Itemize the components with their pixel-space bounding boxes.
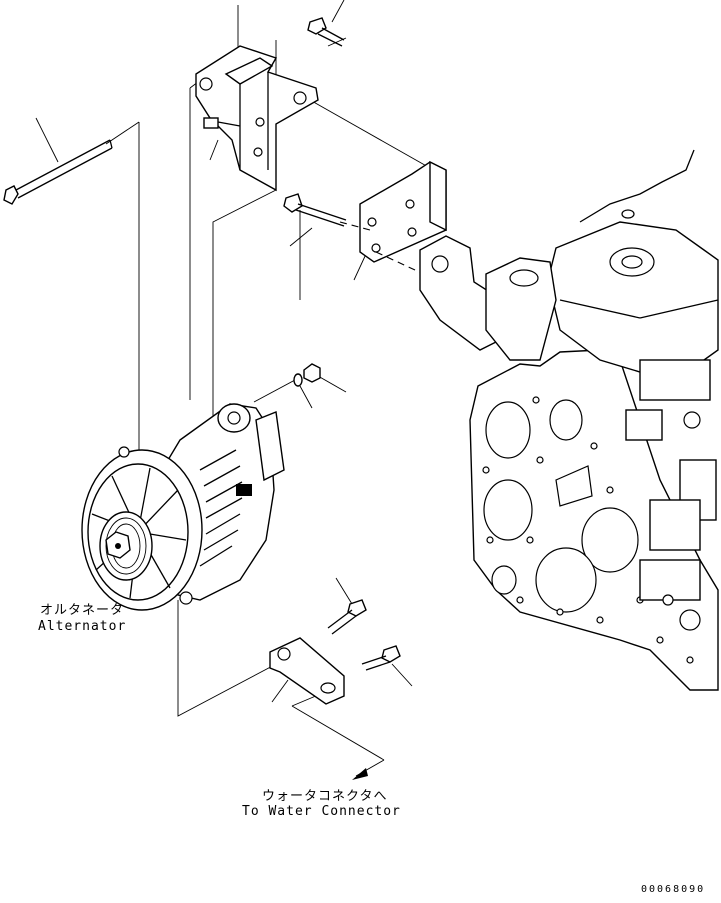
alternator-label-en: Alternator <box>38 619 127 634</box>
figure-number: 00068090 <box>641 884 706 895</box>
water-connector-label-jp: ウォータコネクタへ <box>262 789 388 804</box>
long-bolt <box>3 139 113 205</box>
middle-bolt <box>283 193 347 227</box>
water-connector-label-en: To Water Connector <box>242 804 401 819</box>
alternator <box>81 403 285 611</box>
alternator-label-jp: オルタネータ <box>40 603 125 618</box>
top-bolt <box>307 17 345 47</box>
alternator-fins <box>199 449 243 567</box>
water-connector-arrow <box>352 759 385 780</box>
lower-bracket <box>269 637 345 705</box>
middle-bracket <box>359 160 447 263</box>
upper-bracket <box>195 45 319 192</box>
callout-lines <box>35 0 413 703</box>
engine-block <box>419 149 719 691</box>
case-bolt-holes <box>482 396 694 664</box>
lower-bolt-2 <box>361 645 401 671</box>
lower-bolt-1 <box>327 599 367 635</box>
nut-washer <box>293 363 321 387</box>
